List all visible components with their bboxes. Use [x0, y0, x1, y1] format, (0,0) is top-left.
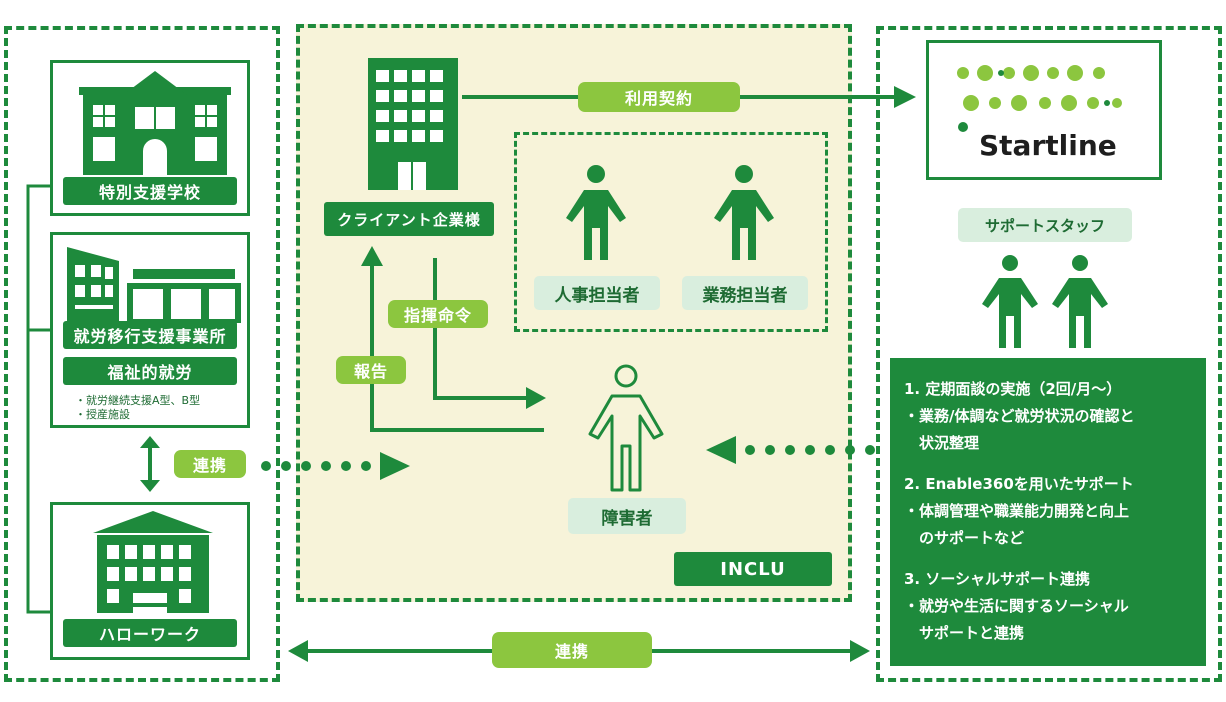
report-label: 報告	[336, 356, 406, 384]
office-building-icon	[67, 247, 241, 323]
person-label: 障害者	[568, 498, 686, 534]
inclu-badge: INCLU	[674, 552, 832, 586]
office-card: 就労移行支援事業所 福祉的就労 ・就労継続支援A型、B型 ・授産施設	[50, 232, 250, 428]
hellowork-label: ハローワーク	[63, 619, 237, 647]
service-line-1: 1. 定期面談の実施（2回/月～）	[904, 380, 1122, 398]
service-info-box: 1. 定期面談の実施（2回/月～） ・業務/体調など就労状況の確認と 状況整理 …	[890, 358, 1206, 666]
biz-person-icon	[714, 165, 774, 260]
support-staff-label: サポートスタッフ	[958, 208, 1132, 242]
welfare-label: 福祉的就労	[63, 357, 237, 385]
service-list: 1. 定期面談の実施（2回/月～） ・業務/体調など就労状況の確認と 状況整理 …	[904, 376, 1196, 647]
office-label: 就労移行支援事業所	[63, 321, 237, 349]
command-label: 指揮命令	[388, 300, 488, 328]
right-panel	[876, 26, 1222, 682]
person-outline-icon	[588, 364, 664, 492]
client-label: クライアント企業様	[324, 202, 494, 236]
service-line-2: ・業務/体調など就労状況の確認と	[904, 407, 1135, 425]
school-card: 特別支援学校	[50, 60, 250, 216]
hr-label: 人事担当者	[534, 276, 660, 310]
service-line-8: ・就労や生活に関するソーシャル	[904, 597, 1129, 615]
service-spacer-1	[904, 457, 1196, 471]
bottom-link-label: 連携	[492, 632, 652, 668]
service-line-6: のサポートなど	[904, 529, 1025, 547]
support-staff-icon	[982, 255, 1108, 348]
service-line-4: 2. Enable360を用いたサポート	[904, 475, 1134, 493]
hellowork-card: ハローワーク	[50, 502, 250, 660]
client-building-icon	[368, 58, 458, 190]
contract-label: 利用契約	[578, 82, 740, 112]
service-spacer-2	[904, 552, 1196, 566]
left-link-label: 連携	[174, 450, 246, 478]
service-line-7: 3. ソーシャルサポート連携	[904, 570, 1091, 588]
hellowork-building-icon	[93, 511, 213, 613]
welfare-note-2: ・授産施設	[75, 408, 130, 421]
welfare-note-1: ・就労継続支援A型、B型	[75, 394, 201, 407]
biz-label: 業務担当者	[682, 276, 808, 310]
startline-logo-text: Startline	[979, 129, 1117, 162]
service-line-9: サポートと連携	[904, 624, 1025, 642]
service-line-5: ・体調管理や職業能力開発と向上	[904, 502, 1130, 520]
startline-logo-dots	[957, 65, 1122, 132]
service-line-3: 状況整理	[904, 434, 980, 452]
school-building-icon	[79, 71, 231, 175]
startline-logo-card: Startline	[926, 40, 1162, 180]
school-label: 特別支援学校	[63, 177, 237, 205]
left-panel	[4, 26, 280, 682]
hr-person-icon	[566, 165, 626, 260]
client-staff-box	[514, 132, 828, 332]
